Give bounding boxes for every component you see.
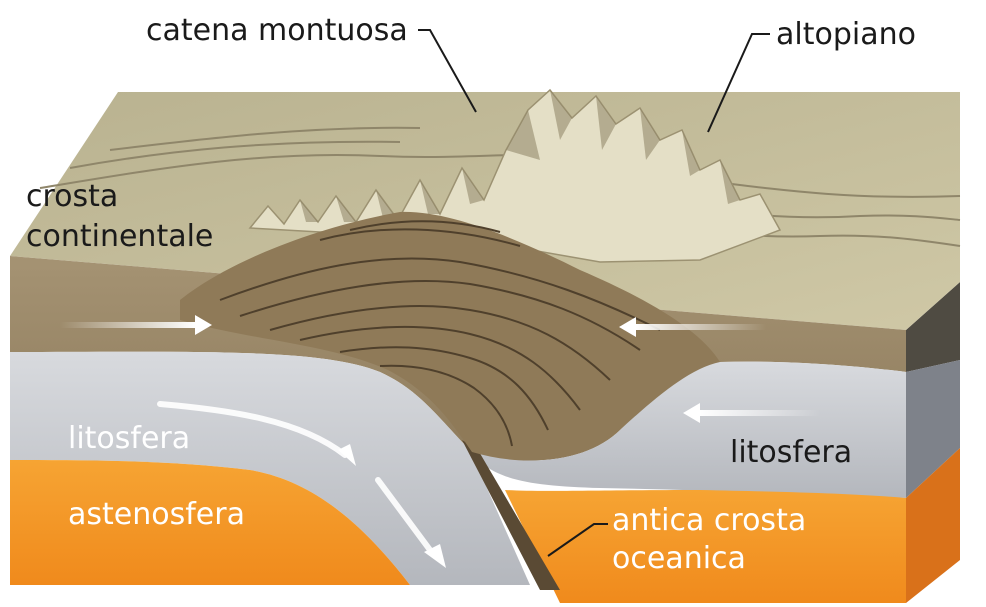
label-ancient-oceanic-crust-line1: antica crosta [612, 503, 806, 538]
label-continental-crust-line1: crosta [26, 179, 118, 214]
block-right-side [906, 282, 960, 603]
label-ancient-oceanic-crust-line2: oceanica [612, 541, 746, 576]
label-plateau: altopiano [776, 17, 916, 52]
label-continental-crust-line2: continentale [26, 219, 213, 254]
label-lithosphere-right: litosfera [730, 435, 852, 470]
label-asthenosphere: astenosfera [68, 497, 245, 532]
label-mountain-range: catena montuosa [146, 13, 408, 48]
label-lithosphere-left: litosfera [68, 421, 190, 456]
